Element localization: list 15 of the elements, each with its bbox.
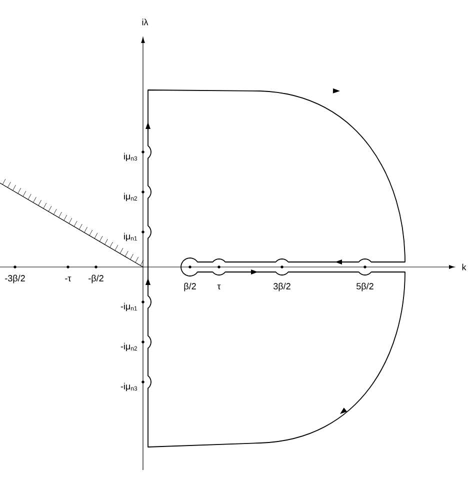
point-label: -iμ$_{n1}$ — [120, 302, 137, 312]
point-label: -τ — [65, 276, 72, 282]
point-label: iμ$_{n2}$ — [124, 192, 137, 202]
point-label: τ — [217, 284, 221, 290]
point-label: iμ$_{n3}$ — [124, 152, 138, 162]
axis-label: iλ — [142, 18, 148, 26]
point-label: -β/2 — [88, 274, 104, 284]
point-label: -iμ$_{n2}$ — [120, 342, 137, 352]
point-label: 5β/2 — [356, 282, 374, 292]
point-label: β/2 — [184, 282, 196, 292]
axis-label: k — [462, 264, 466, 270]
point-label: -3β/2 — [5, 274, 25, 284]
point-label: -iμ$_{n3}$ — [120, 382, 138, 392]
point-label: 3β/2 — [274, 282, 290, 292]
point-label: iμ$_{n1}$ — [124, 232, 137, 242]
